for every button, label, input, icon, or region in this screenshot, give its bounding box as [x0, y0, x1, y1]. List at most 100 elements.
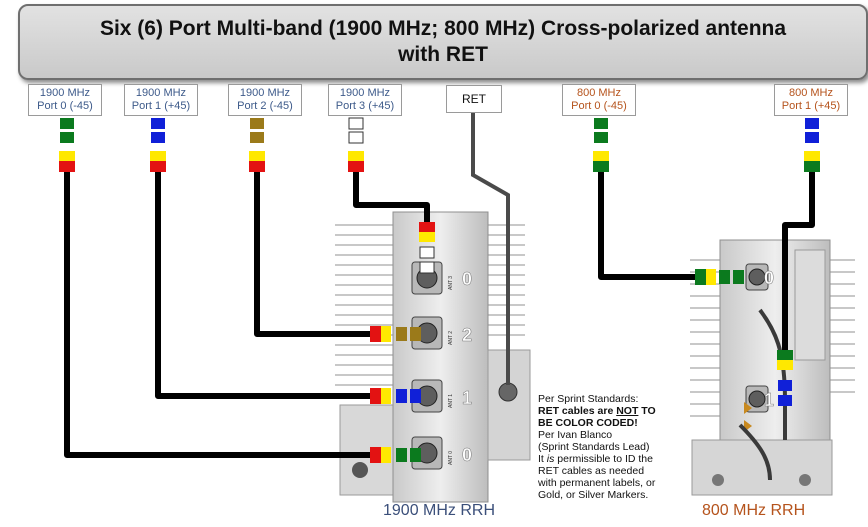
- marker-red: [370, 388, 381, 404]
- port-name: Port 1 (+45): [131, 100, 191, 112]
- marker-green: [60, 118, 74, 129]
- marker-green: [733, 270, 744, 284]
- marker-yellow: [348, 151, 364, 161]
- note-line: (Sprint Standards Lead): [538, 441, 650, 453]
- marker-brown: [250, 118, 264, 129]
- port-label-1900-port1: 1900 MHz Port 1 (+45): [124, 84, 198, 116]
- port-name: Port 1 (+45): [781, 100, 841, 112]
- title-line-1: Six (6) Port Multi-band (1900 MHz; 800 M…: [99, 17, 787, 40]
- rrh-800-side-panel: [794, 249, 826, 361]
- note-line: It is permissible to ID the: [538, 453, 653, 465]
- marker-red: [59, 161, 75, 172]
- port-label-800-port1: 800 MHz Port 1 (+45): [774, 84, 848, 116]
- rrh-1900-number-1: 1: [462, 388, 472, 408]
- note-line: Per Ivan Blanco: [538, 429, 613, 441]
- rrh-1900-connector-0: [411, 436, 443, 470]
- marker-green: [410, 448, 421, 462]
- marker-blue: [778, 395, 792, 406]
- marker-blue: [778, 380, 792, 391]
- marker-green: [804, 161, 820, 172]
- cable-1900-port2: [254, 170, 372, 337]
- rrh-800-unit: 0 1: [690, 239, 855, 496]
- marker-green: [719, 270, 730, 284]
- marker-green: [594, 118, 608, 129]
- rrh-1900-ant-label-2: ANT 2: [448, 331, 454, 345]
- rrh-1900-bracket-port: [352, 462, 368, 478]
- cables: [64, 170, 815, 458]
- rrh-1900-number-2: 2: [462, 325, 472, 345]
- cable-1900-port0: [64, 170, 372, 458]
- marker-blue: [151, 132, 165, 143]
- cable-800-port1: [782, 170, 815, 350]
- marker-red: [150, 161, 166, 172]
- ret-cable-note: Per Sprint Standards: RET cables are NOT…: [538, 393, 678, 501]
- marker-brown: [410, 327, 421, 341]
- rrh-1900-ant-label-1: ANT 1: [448, 394, 454, 408]
- rrh-800-connector-0: [745, 263, 769, 291]
- title-line-2: with RET: [398, 43, 488, 66]
- marker-blue: [805, 132, 819, 143]
- rrh-800-base-bolt-right: [799, 474, 811, 486]
- rrh-1900-ant-label-3: ANT 3: [448, 276, 454, 290]
- marker-yellow: [419, 232, 435, 242]
- port-band: 1900 MHz: [135, 87, 187, 99]
- marker-green: [396, 448, 407, 462]
- cable-1900-port1: [155, 170, 372, 399]
- port-label-800-port0: 800 MHz Port 0 (-45): [562, 84, 636, 116]
- marker-yellow: [59, 151, 75, 161]
- marker-yellow: [249, 151, 265, 161]
- marker-white: [348, 117, 364, 130]
- port-band: 1900 MHz: [39, 87, 91, 99]
- antenna-markers: [59, 117, 820, 172]
- port-band: 800 MHz: [788, 87, 834, 99]
- marker-white: [419, 246, 435, 259]
- marker-yellow: [804, 151, 820, 161]
- port-label-1900-port0: 1900 MHz Port 0 (-45): [28, 84, 102, 116]
- marker-red: [348, 161, 364, 172]
- marker-yellow: [150, 151, 166, 161]
- port-name: Port 3 (+45): [335, 100, 395, 112]
- marker-white: [419, 261, 435, 274]
- marker-yellow: [381, 388, 391, 404]
- port-band: 800 MHz: [576, 87, 622, 99]
- marker-yellow: [593, 151, 609, 161]
- diagram-title: Six (6) Port Multi-band (1900 MHz; 800 M…: [18, 4, 868, 80]
- marker-blue: [151, 118, 165, 129]
- marker-yellow: [381, 326, 391, 342]
- rrh-800-connector-1: [745, 385, 769, 413]
- note-line: Per Sprint Standards:: [538, 393, 639, 405]
- marker-blue: [396, 389, 407, 403]
- port-name: Port 0 (-45): [571, 100, 627, 112]
- marker-yellow: [381, 447, 391, 463]
- note-line: RET cables as needed: [538, 465, 645, 477]
- ret-port-label: RET: [446, 85, 502, 113]
- rrh-1900-fins-right: [485, 224, 525, 336]
- rrh-800-base-bolt-left: [712, 474, 724, 486]
- marker-blue: [410, 389, 421, 403]
- note-line: Gold, or Silver Markers.: [538, 489, 649, 501]
- rrh-1900-number-0: 0: [462, 445, 472, 465]
- rrh-800-number-1: 1: [764, 390, 774, 410]
- marker-yellow: [706, 269, 716, 285]
- marker-green: [593, 161, 609, 172]
- rrh-800-caption: 800 MHz RRH: [702, 502, 806, 519]
- marker-brown: [396, 327, 407, 341]
- rrh-1900-ret-port: [498, 382, 518, 402]
- marker-red: [370, 447, 381, 463]
- marker-green: [60, 132, 74, 143]
- port-band: 1900 MHz: [239, 87, 291, 99]
- cable-ret: [471, 112, 510, 385]
- note-line-emphasis: RET cables are NOT TO: [538, 405, 656, 417]
- marker-red: [370, 326, 381, 342]
- port-band: 1900 MHz: [339, 87, 391, 99]
- marker-blue: [805, 118, 819, 129]
- rrh-1900-caption: 1900 MHz RRH: [383, 502, 496, 519]
- marker-green: [777, 350, 793, 360]
- port-label-1900-port3: 1900 MHz Port 3 (+45): [328, 84, 402, 116]
- port-name: Port 0 (-45): [37, 100, 93, 112]
- rrh-markers: [370, 222, 793, 463]
- port-label-1900-port2: 1900 MHz Port 2 (-45): [228, 84, 302, 116]
- rrh-800-warning-icon-1: [744, 402, 752, 414]
- rrh-1900-fins-left: [335, 224, 395, 386]
